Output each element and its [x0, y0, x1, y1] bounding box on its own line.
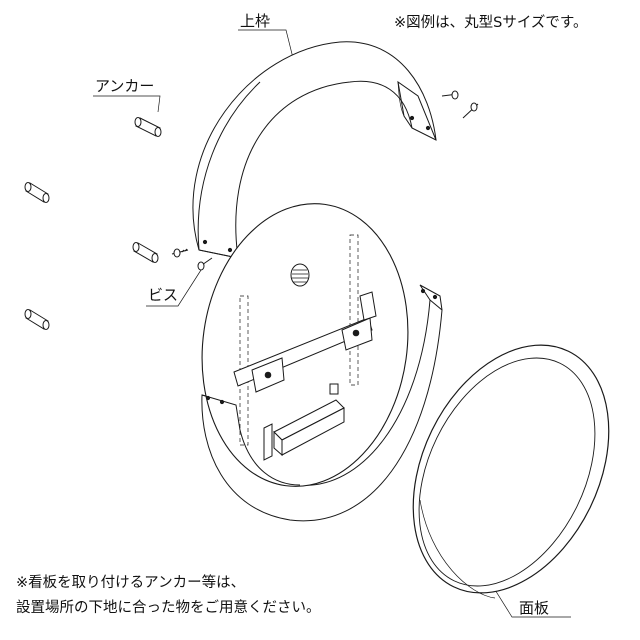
screw-icon — [171, 248, 189, 258]
frame-hole — [227, 247, 233, 253]
label-screw: ビス — [148, 286, 178, 304]
label-anchor: アンカー — [95, 77, 154, 95]
anchor-icon — [24, 309, 50, 330]
upper-frame — [192, 41, 437, 259]
note-bottom-line1: ※看板を取り付けるアンカー等は、 — [16, 573, 245, 591]
mounting-rail — [239, 234, 359, 446]
power-supply-box — [263, 383, 345, 461]
frame-hole — [425, 125, 431, 131]
note-bottom-line2: 設置場所の下地に合った物をご用意ください。 — [16, 598, 321, 616]
screw-icon — [441, 90, 459, 100]
face-panel — [412, 344, 610, 599]
vent-icon — [290, 263, 310, 287]
frame-hole — [202, 239, 208, 245]
label-face-panel: 面板 — [519, 599, 549, 617]
label-upper-frame: 上枠 — [240, 12, 270, 30]
screw-icon — [462, 102, 479, 119]
anchor-icon — [134, 117, 162, 137]
note-top: ※図例は、丸型Sサイズです。 — [394, 14, 587, 31]
main-body — [201, 203, 443, 522]
frame-hole — [409, 115, 415, 121]
screw-icon — [197, 257, 213, 271]
hanging-bracket — [233, 291, 377, 393]
anchor-icon — [24, 182, 50, 203]
anchor-icon — [132, 242, 159, 263]
